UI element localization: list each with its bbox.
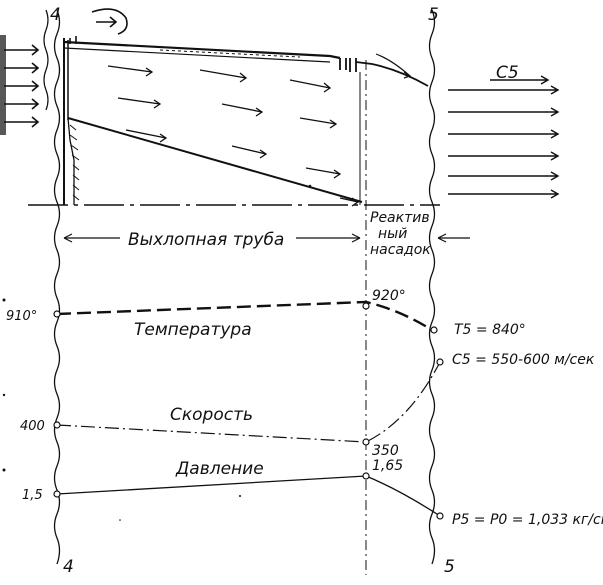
jet-arrows <box>448 75 560 199</box>
inlet-edge-shading <box>0 35 6 135</box>
temperature-curve <box>56 300 433 332</box>
velocity-value-left: 400 <box>20 419 45 434</box>
section-label-4-top: 4 <box>50 5 61 25</box>
section-line-4 <box>53 9 61 565</box>
temperature-value-right: T5 = 840° <box>454 322 526 338</box>
dimension-arrows <box>63 233 470 243</box>
velocity-point-left <box>53 421 61 429</box>
nozzle-label-line3: насадок <box>370 242 431 258</box>
section-label-5-bottom: 5 <box>444 557 455 577</box>
pressure-point-mid <box>362 472 370 480</box>
section-line-4-left <box>43 9 49 111</box>
temperature-point-right <box>430 326 438 334</box>
temperature-point-left <box>53 310 61 318</box>
velocity-value-right: C5 = 550-600 м/сек <box>452 352 595 368</box>
pressure-curve <box>56 475 441 517</box>
velocity-curve <box>56 361 441 443</box>
velocity-point-mid <box>362 438 370 446</box>
velocity-value-mid: 350 <box>372 443 399 459</box>
exhaust-pipe-label: Выхлопная труба <box>128 230 284 250</box>
section-label-4-bottom: 4 <box>63 557 74 577</box>
pressure-value-right: P5 = P0 = 1,033 кг/см² <box>452 512 603 528</box>
pressure-point-right <box>436 512 444 520</box>
temperature-point-mid <box>362 302 370 310</box>
inlet-arrows <box>4 44 40 128</box>
pressure-point-left <box>53 490 61 498</box>
print-specks <box>2 184 312 521</box>
temperature-value-left: 910° <box>6 309 37 324</box>
velocity-label: Скорость <box>170 405 253 425</box>
temperature-label: Температура <box>134 320 252 340</box>
jet-velocity-label: C5 <box>496 63 519 83</box>
pressure-label: Давление <box>175 459 264 479</box>
section-label-5-top: 5 <box>428 5 439 25</box>
nozzle-label-line2: ный <box>378 226 407 242</box>
internal-flow-arrows <box>107 65 360 207</box>
temperature-value-mid: 920° <box>372 288 406 304</box>
pressure-value-mid: 1,65 <box>372 458 403 474</box>
velocity-point-right <box>436 358 444 366</box>
exhaust-pipe <box>28 8 440 206</box>
section-line-5 <box>428 9 436 565</box>
pressure-value-left: 1,5 <box>22 488 43 503</box>
nozzle-label-line1: Реактив <box>370 210 430 226</box>
